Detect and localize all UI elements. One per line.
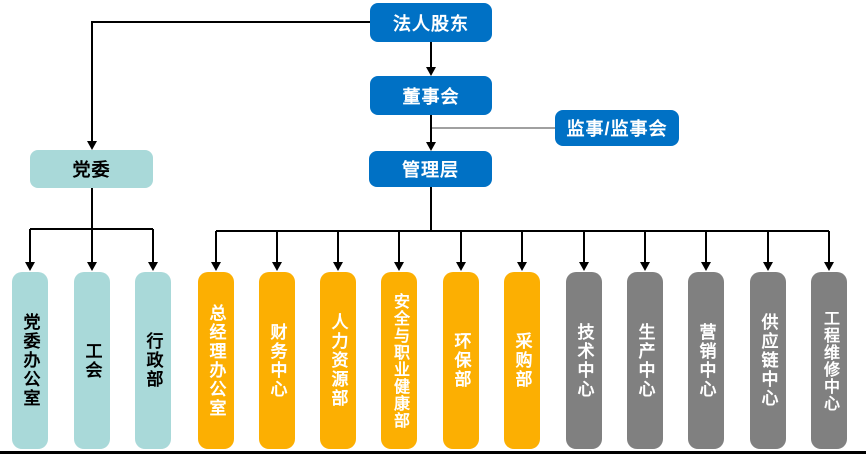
dept-engineering-maintenance-center: 工程维修中心	[811, 272, 847, 449]
dept-label: 工会	[82, 341, 102, 380]
connector-party-bus	[25, 188, 158, 271]
connector-board-to-management	[426, 115, 436, 151]
dept-label: 营销中心	[696, 322, 716, 399]
dept-label: 环保部	[451, 332, 471, 389]
node-board: 董事会	[370, 76, 492, 115]
dept-administration: 行政部	[135, 272, 171, 449]
arrowhead	[87, 141, 97, 150]
node-board-label: 董事会	[402, 86, 460, 107]
node-shareholder-label: 法人股东	[393, 13, 469, 34]
dept-label: 财务中心	[267, 322, 287, 399]
arrowhead	[426, 67, 436, 76]
connector-shareholder-to-board	[426, 42, 436, 76]
arrowhead	[394, 262, 404, 271]
dept-label: 采购部	[512, 332, 532, 389]
dept-hr: 人力资源部	[320, 272, 356, 449]
node-supervisor: 监事/监事会	[555, 110, 679, 146]
arrowhead	[87, 262, 97, 271]
dept-production-center: 生产中心	[627, 272, 663, 449]
dept-label: 技术中心	[574, 322, 594, 399]
connector-management-bus	[211, 187, 834, 271]
arrowhead	[25, 262, 35, 271]
dept-safety-health: 安全与职业健康部	[381, 272, 417, 449]
dept-marketing-center: 营销中心	[688, 272, 724, 449]
dept-procurement: 采购部	[504, 272, 540, 449]
dept-labor-union: 工会	[74, 272, 110, 449]
dept-label: 党委办公室	[20, 313, 40, 408]
arrowhead	[640, 262, 650, 271]
dept-supply-chain-center: 供应链中心	[750, 272, 786, 449]
dept-label: 总经理办公室	[206, 303, 226, 418]
arrowhead	[426, 142, 436, 151]
arrowhead	[763, 262, 773, 271]
arrowhead	[456, 262, 466, 271]
node-party-committee: 党委	[30, 150, 153, 188]
arrowhead	[272, 262, 282, 271]
dept-label: 安全与职业健康部	[391, 292, 408, 429]
dept-label: 生产中心	[635, 322, 655, 399]
node-shareholder: 法人股东	[370, 3, 492, 42]
arrowhead	[148, 262, 158, 271]
arrowhead	[333, 262, 343, 271]
connector-shareholder-to-party	[87, 21, 370, 150]
arrowhead	[517, 262, 527, 271]
arrowhead	[211, 262, 221, 271]
node-management: 管理层	[369, 151, 492, 187]
dept-gm-office: 总经理办公室	[198, 272, 234, 449]
dept-party-office: 党委办公室	[12, 272, 48, 449]
dept-label: 供应链中心	[758, 313, 778, 408]
dept-environment: 环保部	[443, 272, 479, 449]
arrowhead	[579, 262, 589, 271]
arrowhead	[701, 262, 711, 271]
bottom-divider	[0, 451, 866, 454]
dept-label: 行政部	[143, 332, 163, 389]
dept-technology-center: 技术中心	[566, 272, 602, 449]
dept-label: 工程维修中心	[821, 309, 838, 412]
node-supervisor-label: 监事/监事会	[566, 119, 668, 139]
node-management-label: 管理层	[402, 160, 459, 180]
node-party-committee-label: 党委	[72, 160, 111, 180]
dept-finance-center: 财务中心	[259, 272, 295, 449]
dept-label: 人力资源部	[328, 313, 348, 408]
arrowhead	[824, 262, 834, 271]
